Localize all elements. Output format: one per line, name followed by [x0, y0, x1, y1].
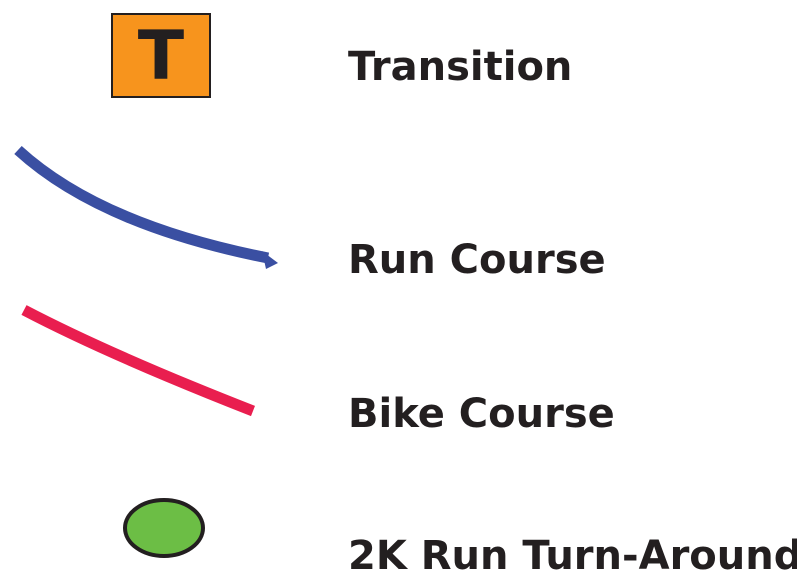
- route-line-symbols: [14, 145, 278, 417]
- turnaround-ellipse: [123, 498, 205, 558]
- legend-label-bike-course: Bike Course: [348, 391, 615, 437]
- blue-route-line-icon: [14, 145, 270, 264]
- green-circle-icon: [123, 498, 205, 558]
- transition-box-icon: T: [111, 13, 211, 98]
- red-route-line-icon: [21, 305, 256, 417]
- legend-label-turnaround: 2K Run Turn-Around: [348, 533, 797, 574]
- legend-label-run-course: Run Course: [348, 237, 606, 283]
- legend-label-transition: Transition: [348, 44, 573, 90]
- blue-route-line-end-icon: [262, 251, 278, 269]
- transition-letter: T: [137, 16, 185, 96]
